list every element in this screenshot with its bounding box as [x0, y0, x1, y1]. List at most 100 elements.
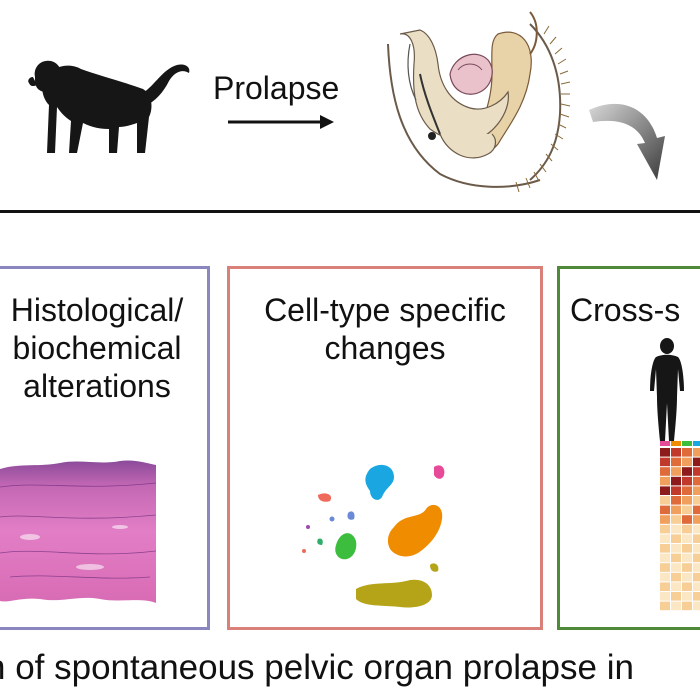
heatmap-cell	[660, 592, 670, 601]
panel-histological-title-line-3: alterations	[23, 368, 171, 404]
panel-histological: Histological/ biochemical alterations	[0, 266, 210, 630]
heatmap-cell	[660, 505, 670, 515]
heatmap-cell	[660, 457, 670, 467]
heatmap-cell	[682, 486, 692, 495]
umap-cluster-purple	[347, 511, 355, 520]
panel-celltype-title-line-1: Cell-type specific	[264, 292, 506, 328]
umap-cluster-salmon	[318, 493, 332, 502]
pelvic-anatomy-illustration	[387, 11, 571, 193]
umap-cluster-blue	[365, 464, 394, 500]
heatmap-cell	[660, 582, 670, 591]
heatmap-cell	[682, 457, 692, 467]
heatmap-cell	[682, 534, 692, 543]
section-divider	[0, 210, 700, 213]
heatmap-cell	[671, 496, 681, 505]
heatmap-cell	[682, 553, 692, 563]
umap-cluster-green	[335, 533, 357, 560]
heatmap-cell	[693, 496, 700, 505]
heatmap-cell	[671, 505, 681, 515]
heatmap-cell	[671, 457, 681, 467]
heatmap-header-cell	[682, 441, 692, 446]
heatmap-cell	[693, 505, 700, 515]
heatmap-cell	[660, 544, 670, 553]
heatmap-cell	[693, 457, 700, 467]
heatmap-cell	[693, 467, 700, 476]
panel-cross: Cross-s	[557, 266, 700, 630]
heatmap-grid	[660, 441, 700, 611]
panel-celltype-title-line-2: changes	[324, 330, 446, 366]
heatmap-cell	[660, 448, 670, 457]
heatmap-cell	[671, 486, 681, 495]
heatmap-cell	[693, 515, 700, 524]
panel-cross-title: Cross-s	[570, 292, 681, 328]
heatmap-cell	[693, 592, 700, 601]
heatmap-cell	[682, 505, 692, 515]
heatmap-cell	[682, 572, 692, 582]
umap-cluster-plot	[302, 464, 445, 608]
heatmap-cell	[693, 476, 700, 486]
heatmap-cell	[671, 544, 681, 553]
heatmap-cell	[671, 515, 681, 524]
panel-histological-title-line-2: biochemical	[12, 330, 182, 366]
heatmap-cell	[682, 524, 692, 534]
heatmap-cell	[660, 553, 670, 563]
heatmap-header-cell	[671, 441, 681, 446]
heatmap-cell	[682, 544, 692, 553]
monkey-silhouette-icon	[28, 60, 190, 153]
heatmap-cell	[671, 572, 681, 582]
heatmap-cell	[682, 476, 692, 486]
heatmap-cell	[693, 534, 700, 543]
heatmap-cell	[693, 572, 700, 582]
heatmap-cell	[660, 476, 670, 486]
heatmap-cell	[693, 582, 700, 591]
heatmap-cell	[693, 563, 700, 572]
heatmap-cell	[682, 601, 692, 611]
heatmap-cell	[660, 563, 670, 572]
heatmap-cell	[693, 553, 700, 563]
bottom-caption: n of spontaneous pelvic organ prolapse i…	[0, 648, 634, 687]
heatmap-cell	[660, 572, 670, 582]
umap-cluster-orange	[387, 504, 443, 557]
heatmap-cell	[671, 476, 681, 486]
heatmap-cell	[671, 553, 681, 563]
heatmap-cell	[693, 544, 700, 553]
heatmap-cell	[660, 601, 670, 611]
panel-celltype: Cell-type specific changes	[227, 266, 543, 630]
heatmap-cell	[693, 486, 700, 495]
heatmap-cell	[682, 592, 692, 601]
heatmap-cell	[660, 467, 670, 476]
heatmap-cell	[682, 448, 692, 457]
heatmap-cell	[682, 563, 692, 572]
heatmap-cell	[671, 601, 681, 611]
umap-cluster-pink	[434, 465, 445, 479]
heatmap-cell	[671, 524, 681, 534]
heatmap-cell	[693, 448, 700, 457]
heatmap-cell	[682, 467, 692, 476]
panel-celltype-title: Cell-type specific changes	[230, 291, 540, 367]
heatmap-cell	[671, 592, 681, 601]
heatmap-cell	[671, 582, 681, 591]
heatmap-cell	[671, 448, 681, 457]
heatmap-cell	[660, 534, 670, 543]
umap-cluster-olive	[356, 579, 432, 608]
curved-arrow-icon	[589, 103, 665, 180]
top-row: Prolapse	[0, 0, 700, 210]
heatmap-cell	[671, 467, 681, 476]
panel-histological-title-line-1: Histological/	[10, 292, 184, 328]
heatmap-cell	[660, 515, 670, 524]
panel-histological-title: Histological/ biochemical alterations	[0, 291, 207, 405]
heatmap-cell	[671, 563, 681, 572]
heatmap-cell	[660, 496, 670, 505]
heatmap-cell	[671, 534, 681, 543]
heatmap-cell	[682, 496, 692, 505]
arrow-label: Prolapse	[213, 70, 340, 106]
human-silhouette-icon	[650, 338, 684, 441]
tissue-section-image	[0, 460, 157, 603]
heatmap-cell	[660, 486, 670, 495]
right-arrow-icon	[228, 115, 334, 129]
heatmap-cell	[693, 601, 700, 611]
heatmap-cell	[682, 515, 692, 524]
heatmap-cell	[660, 524, 670, 534]
heatmap-header-cell	[660, 441, 670, 446]
heatmap-cell	[693, 524, 700, 534]
